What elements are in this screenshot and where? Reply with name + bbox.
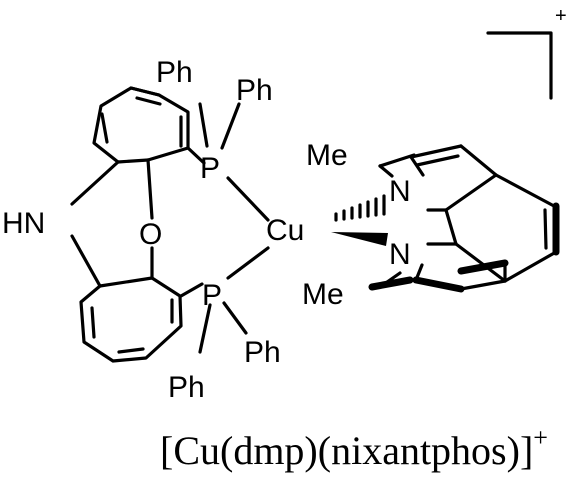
complex-caption: [Cu(dmp)(nixantphos)]+ bbox=[160, 423, 548, 473]
caption-text: [Cu(dmp)(nixantphos)] bbox=[160, 428, 533, 473]
nitrogen-label-top: N bbox=[389, 175, 411, 208]
phenyl-label-bottom-right: Ph bbox=[244, 336, 281, 369]
nitrogen-label-bottom: N bbox=[389, 238, 411, 271]
charge-sign: + bbox=[555, 5, 567, 27]
phosphorus-label-bottom: P bbox=[202, 279, 222, 312]
copper-nitrogen-bonds bbox=[331, 194, 388, 246]
solid-wedge-bond bbox=[331, 232, 388, 246]
phenyl-label-top-right: Ph bbox=[236, 74, 273, 107]
phosphorus-label-top: P bbox=[200, 152, 220, 185]
hashed-wedge-bond bbox=[334, 194, 386, 222]
phenyl-label-top-left: Ph bbox=[156, 56, 193, 89]
methyl-label-bottom: Me bbox=[302, 278, 344, 311]
lower-benzene-ring bbox=[79, 276, 183, 363]
copper-label: Cu bbox=[266, 214, 304, 247]
caption-superscript: + bbox=[533, 423, 548, 452]
phenanthroline-ring bbox=[368, 144, 560, 293]
phosphine-bonds bbox=[179, 102, 270, 354]
oxygen-label: O bbox=[139, 218, 162, 251]
charge-bracket bbox=[486, 31, 553, 100]
upper-benzene-ring bbox=[92, 86, 190, 164]
amine-label: HN bbox=[2, 207, 45, 240]
phenoxazine-core-bonds bbox=[70, 158, 154, 288]
methyl-label-top: Me bbox=[306, 139, 348, 172]
phenyl-label-bottom-left: Ph bbox=[168, 371, 205, 404]
